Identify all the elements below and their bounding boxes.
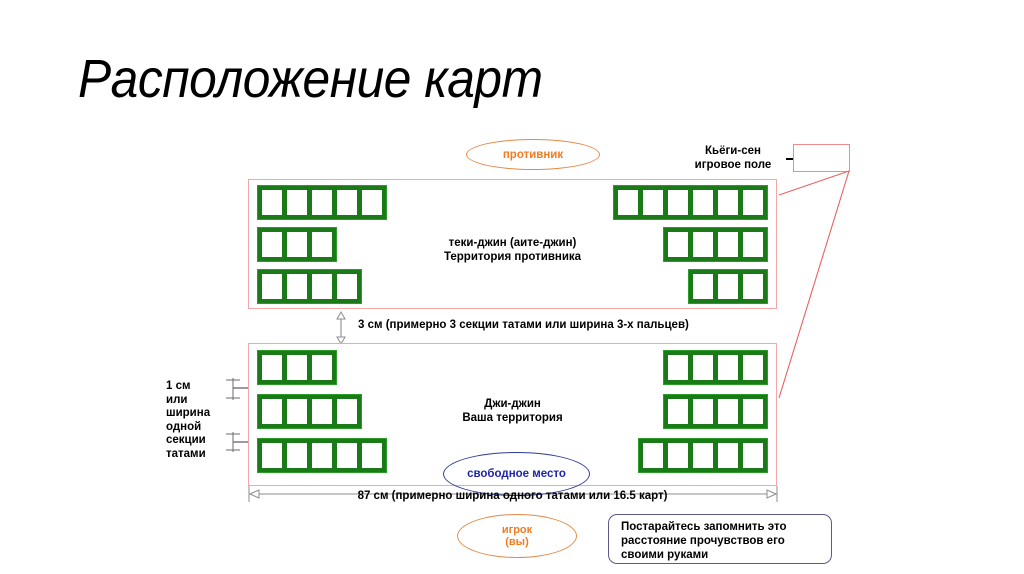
card[interactable] (743, 443, 763, 468)
card[interactable] (618, 190, 638, 215)
card-row[interactable] (257, 185, 387, 220)
card[interactable] (668, 232, 688, 257)
card-row[interactable] (257, 269, 362, 304)
card[interactable] (262, 443, 282, 468)
card[interactable] (668, 443, 688, 468)
card[interactable] (262, 399, 282, 424)
kyogi-sen-dash (786, 158, 794, 160)
card-row[interactable] (257, 350, 337, 385)
card[interactable] (312, 274, 332, 299)
card[interactable] (743, 274, 763, 299)
opponent-ellipse-label: противник (466, 139, 600, 170)
card-row[interactable] (257, 438, 387, 473)
card-row[interactable] (257, 227, 337, 262)
card[interactable] (287, 232, 307, 257)
card[interactable] (693, 443, 713, 468)
width-dimension-label: 87 см (примерно ширина одного татами или… (357, 490, 668, 502)
card[interactable] (643, 443, 663, 468)
card[interactable] (693, 190, 713, 215)
card[interactable] (287, 190, 307, 215)
card[interactable] (312, 443, 332, 468)
card[interactable] (312, 399, 332, 424)
card[interactable] (262, 190, 282, 215)
card[interactable] (643, 190, 663, 215)
card[interactable] (262, 274, 282, 299)
card[interactable] (718, 232, 738, 257)
card[interactable] (262, 355, 282, 380)
player-ellipse-label: игрок (вы) (457, 514, 577, 558)
card[interactable] (312, 355, 332, 380)
card[interactable] (693, 355, 713, 380)
section-dimension-label: 1 см или ширина одной секции татами (166, 380, 211, 460)
card[interactable] (362, 443, 382, 468)
card[interactable] (337, 399, 357, 424)
card[interactable] (718, 274, 738, 299)
card[interactable] (337, 190, 357, 215)
free-space-ellipse-label: свободное место (443, 452, 590, 496)
page-title: Расположение карт (78, 49, 543, 109)
kyogi-sen-label: Кьёги-сен игровое поле (694, 145, 772, 171)
card[interactable] (693, 399, 713, 424)
card[interactable] (287, 399, 307, 424)
card-row[interactable] (257, 394, 362, 429)
card[interactable] (668, 190, 688, 215)
card-row[interactable] (663, 350, 768, 385)
opponent-playing-field: теки-джин (аите-джин) Территория противн… (248, 179, 777, 309)
card[interactable] (362, 190, 382, 215)
card[interactable] (337, 274, 357, 299)
card[interactable] (287, 274, 307, 299)
card[interactable] (743, 399, 763, 424)
player-field-label: Джи-джин Ваша территория (462, 398, 563, 424)
card[interactable] (693, 232, 713, 257)
card-row[interactable] (638, 438, 768, 473)
card-row[interactable] (663, 394, 768, 429)
opponent-field-label: теки-джин (аите-джин) Территория противн… (443, 237, 582, 263)
card[interactable] (312, 190, 332, 215)
card-row[interactable] (688, 269, 768, 304)
card[interactable] (287, 443, 307, 468)
kyogi-sen-sample-box (793, 144, 850, 172)
card[interactable] (262, 232, 282, 257)
gap-dimension-label: 3 см (примерно 3 секции татами или ширин… (358, 319, 689, 331)
card-row[interactable] (663, 227, 768, 262)
advice-callout: Постарайтесь запомнить это расстояние пр… (608, 514, 832, 564)
card[interactable] (693, 274, 713, 299)
card[interactable] (743, 232, 763, 257)
card[interactable] (668, 399, 688, 424)
card[interactable] (312, 232, 332, 257)
card[interactable] (718, 190, 738, 215)
card[interactable] (718, 355, 738, 380)
card[interactable] (668, 355, 688, 380)
card-row[interactable] (613, 185, 768, 220)
card[interactable] (337, 443, 357, 468)
card[interactable] (743, 190, 763, 215)
card[interactable] (743, 355, 763, 380)
card[interactable] (718, 399, 738, 424)
card[interactable] (287, 355, 307, 380)
card[interactable] (718, 443, 738, 468)
